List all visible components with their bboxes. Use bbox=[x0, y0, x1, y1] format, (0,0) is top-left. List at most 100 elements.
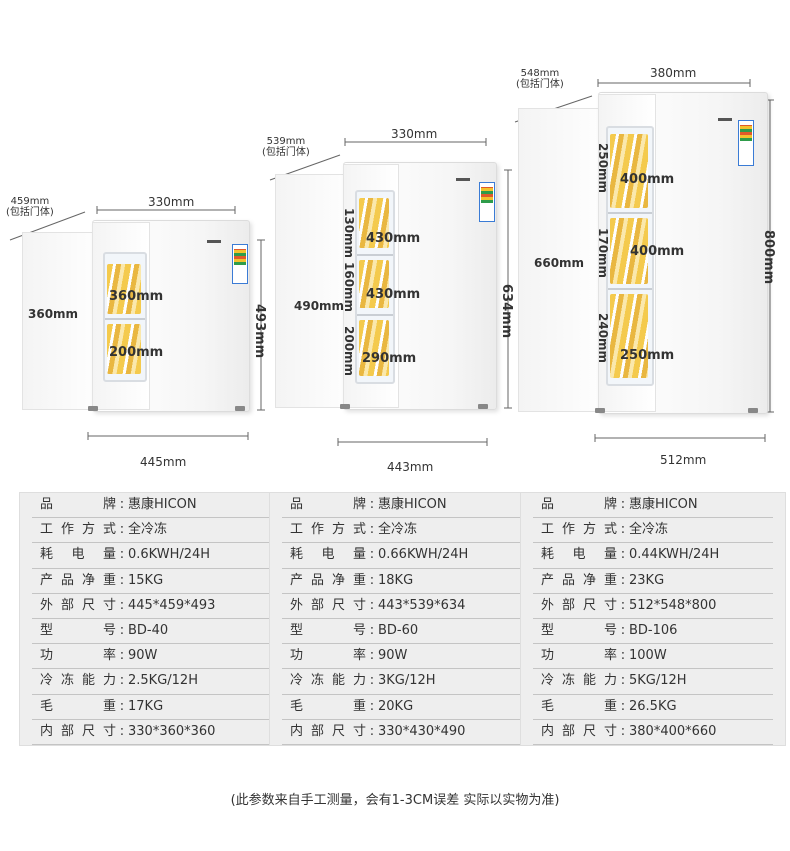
f1-inner-height: 360mm bbox=[28, 307, 79, 321]
spec-colon: : bbox=[119, 522, 125, 538]
spec-row: 内部尺寸:330*360*360 bbox=[32, 720, 272, 745]
spec-row: 型号:BD-106 bbox=[533, 619, 773, 645]
spec-colon: : bbox=[369, 522, 375, 538]
spec-key: 工作方式 bbox=[290, 522, 366, 538]
spec-value: 380*400*660 bbox=[629, 723, 717, 739]
spec-value: 90W bbox=[128, 648, 158, 664]
spec-row: 耗电量:0.44KWH/24H bbox=[533, 543, 773, 569]
spec-value: 0.6KWH/24H bbox=[128, 547, 211, 563]
spec-colon: : bbox=[119, 698, 125, 714]
spec-row: 工作方式:全冷冻 bbox=[533, 518, 773, 544]
spec-key: 品牌 bbox=[290, 497, 366, 512]
spec-row: 内部尺寸:330*430*490 bbox=[282, 720, 522, 745]
spec-value: 512*548*800 bbox=[629, 597, 717, 613]
f3-inner-height: 660mm bbox=[534, 256, 585, 270]
spec-value: 330*430*490 bbox=[378, 723, 466, 739]
spec-key: 品牌 bbox=[40, 497, 116, 512]
f2-inner-height: 490mm bbox=[294, 299, 345, 313]
spec-colon: : bbox=[119, 597, 125, 613]
spec-row: 毛重:17KG bbox=[32, 695, 272, 720]
f3-shelf-1: 400mm bbox=[620, 172, 675, 187]
f2-shelf-height-2: 160mm bbox=[342, 262, 356, 313]
spec-colon: : bbox=[369, 497, 375, 512]
spec-colon: : bbox=[369, 622, 375, 638]
spec-value: BD-106 bbox=[629, 622, 678, 638]
spec-colon: : bbox=[620, 522, 626, 538]
spec-colon: : bbox=[620, 497, 626, 512]
spec-colon: : bbox=[119, 497, 125, 512]
spec-key: 功率 bbox=[40, 648, 116, 664]
f3-shelf-2: 400mm bbox=[630, 244, 685, 259]
spec-key: 型号 bbox=[40, 622, 116, 638]
spec-colon: : bbox=[620, 622, 626, 638]
spec-colon: : bbox=[620, 547, 626, 563]
spec-colon: : bbox=[620, 698, 626, 714]
spec-colon: : bbox=[620, 572, 626, 588]
f1-width-bottom: 445mm bbox=[140, 455, 187, 469]
spec-key: 外部尺寸 bbox=[541, 597, 617, 613]
f2-height: 634mm bbox=[499, 284, 514, 339]
spec-value: 15KG bbox=[128, 572, 164, 588]
f3-shelf-height-3: 240mm bbox=[596, 313, 610, 364]
f2-shelf-3: 290mm bbox=[362, 351, 417, 366]
f3-height: 800mm bbox=[761, 230, 776, 285]
spec-row: 毛重:26.5KG bbox=[533, 695, 773, 720]
spec-key: 内部尺寸 bbox=[290, 723, 366, 739]
f1-height: 493mm bbox=[252, 304, 267, 359]
spec-value: BD-40 bbox=[128, 622, 169, 638]
f2-depth-label: 539mm(包括门体) bbox=[262, 136, 310, 158]
spec-row: 冷冻能力:5KG/12H bbox=[533, 669, 773, 695]
spec-value: 26.5KG bbox=[629, 698, 677, 714]
spec-key: 外部尺寸 bbox=[290, 597, 366, 613]
spec-key: 冷冻能力 bbox=[290, 673, 366, 689]
spec-colon: : bbox=[369, 547, 375, 563]
spec-row: 内部尺寸:380*400*660 bbox=[533, 720, 773, 745]
spec-value: 23KG bbox=[629, 572, 665, 588]
spec-value: 17KG bbox=[128, 698, 164, 714]
spec-colon: : bbox=[119, 723, 125, 739]
product-dimension-illustration: 459mm(包括门体) 330mm 360mm 493mm 445mm 360m… bbox=[6, 66, 776, 474]
spec-value: 全冷冻 bbox=[378, 522, 418, 538]
spec-key: 冷冻能力 bbox=[541, 673, 617, 689]
spec-row: 外部尺寸:443*539*634 bbox=[282, 594, 522, 619]
spec-row: 品牌:惠康HICON bbox=[32, 493, 272, 519]
spec-colon: : bbox=[369, 572, 375, 588]
spec-key: 产品净重 bbox=[40, 572, 116, 588]
f2-width-top: 330mm bbox=[391, 127, 438, 141]
spec-key: 冷冻能力 bbox=[40, 673, 116, 689]
spec-value: 100W bbox=[629, 648, 667, 664]
spec-colon: : bbox=[369, 723, 375, 739]
f2-shelf-height-1: 130mm bbox=[342, 208, 356, 259]
spec-key: 功率 bbox=[541, 648, 617, 664]
spec-row: 产品净重:15KG bbox=[32, 569, 272, 594]
spec-row: 品牌:惠康HICON bbox=[533, 493, 773, 519]
spec-key: 耗电量 bbox=[40, 547, 116, 563]
spec-key: 毛重 bbox=[40, 698, 116, 714]
f1-depth-label: 459mm(包括门体) bbox=[6, 196, 54, 218]
spec-row: 外部尺寸:445*459*493 bbox=[32, 594, 272, 619]
spec-key: 毛重 bbox=[541, 698, 617, 714]
spec-colon: : bbox=[369, 648, 375, 664]
spec-value: 全冷冻 bbox=[128, 522, 168, 538]
spec-key: 型号 bbox=[290, 622, 366, 638]
spec-key: 产品净重 bbox=[290, 572, 366, 588]
spec-key: 耗电量 bbox=[290, 547, 366, 563]
spec-row: 型号:BD-60 bbox=[282, 619, 522, 645]
f3-shelf-3: 250mm bbox=[620, 348, 675, 363]
spec-colon: : bbox=[119, 622, 125, 638]
spec-row: 工作方式:全冷冻 bbox=[282, 518, 522, 544]
spec-row: 功率:90W bbox=[32, 644, 272, 670]
spec-key: 功率 bbox=[290, 648, 366, 664]
spec-key: 耗电量 bbox=[541, 547, 617, 563]
spec-value: 330*360*360 bbox=[128, 723, 216, 739]
spec-value: 惠康HICON bbox=[629, 497, 698, 512]
f2-width-bottom: 443mm bbox=[387, 460, 434, 474]
f3-shelf-height-1: 250mm bbox=[596, 143, 610, 194]
spec-colon: : bbox=[119, 572, 125, 588]
spec-value: 443*539*634 bbox=[378, 597, 466, 613]
